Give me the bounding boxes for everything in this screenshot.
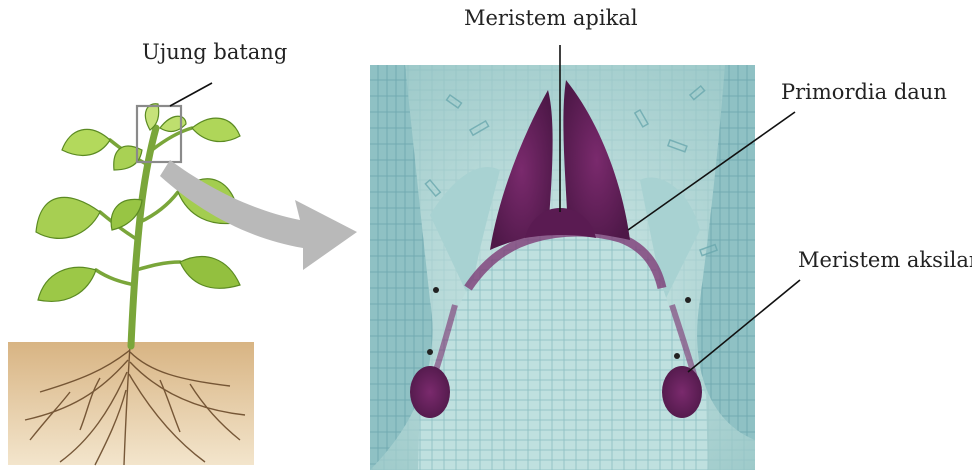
label-apical-meristem: Meristem apikal <box>464 6 638 30</box>
magnify-arrow <box>160 160 357 270</box>
label-axillary-meristem: Meristem aksilar <box>798 248 972 272</box>
leader-shoot-tip <box>170 83 212 106</box>
soil <box>8 342 254 465</box>
label-leaf-primordia: Primordia daun <box>781 80 947 104</box>
micrograph <box>370 65 755 470</box>
plant-illustration <box>8 104 254 465</box>
axillary-meristem-right <box>662 366 702 418</box>
label-shoot-tip: Ujung batang <box>142 40 287 64</box>
axillary-meristem-left <box>410 366 450 418</box>
